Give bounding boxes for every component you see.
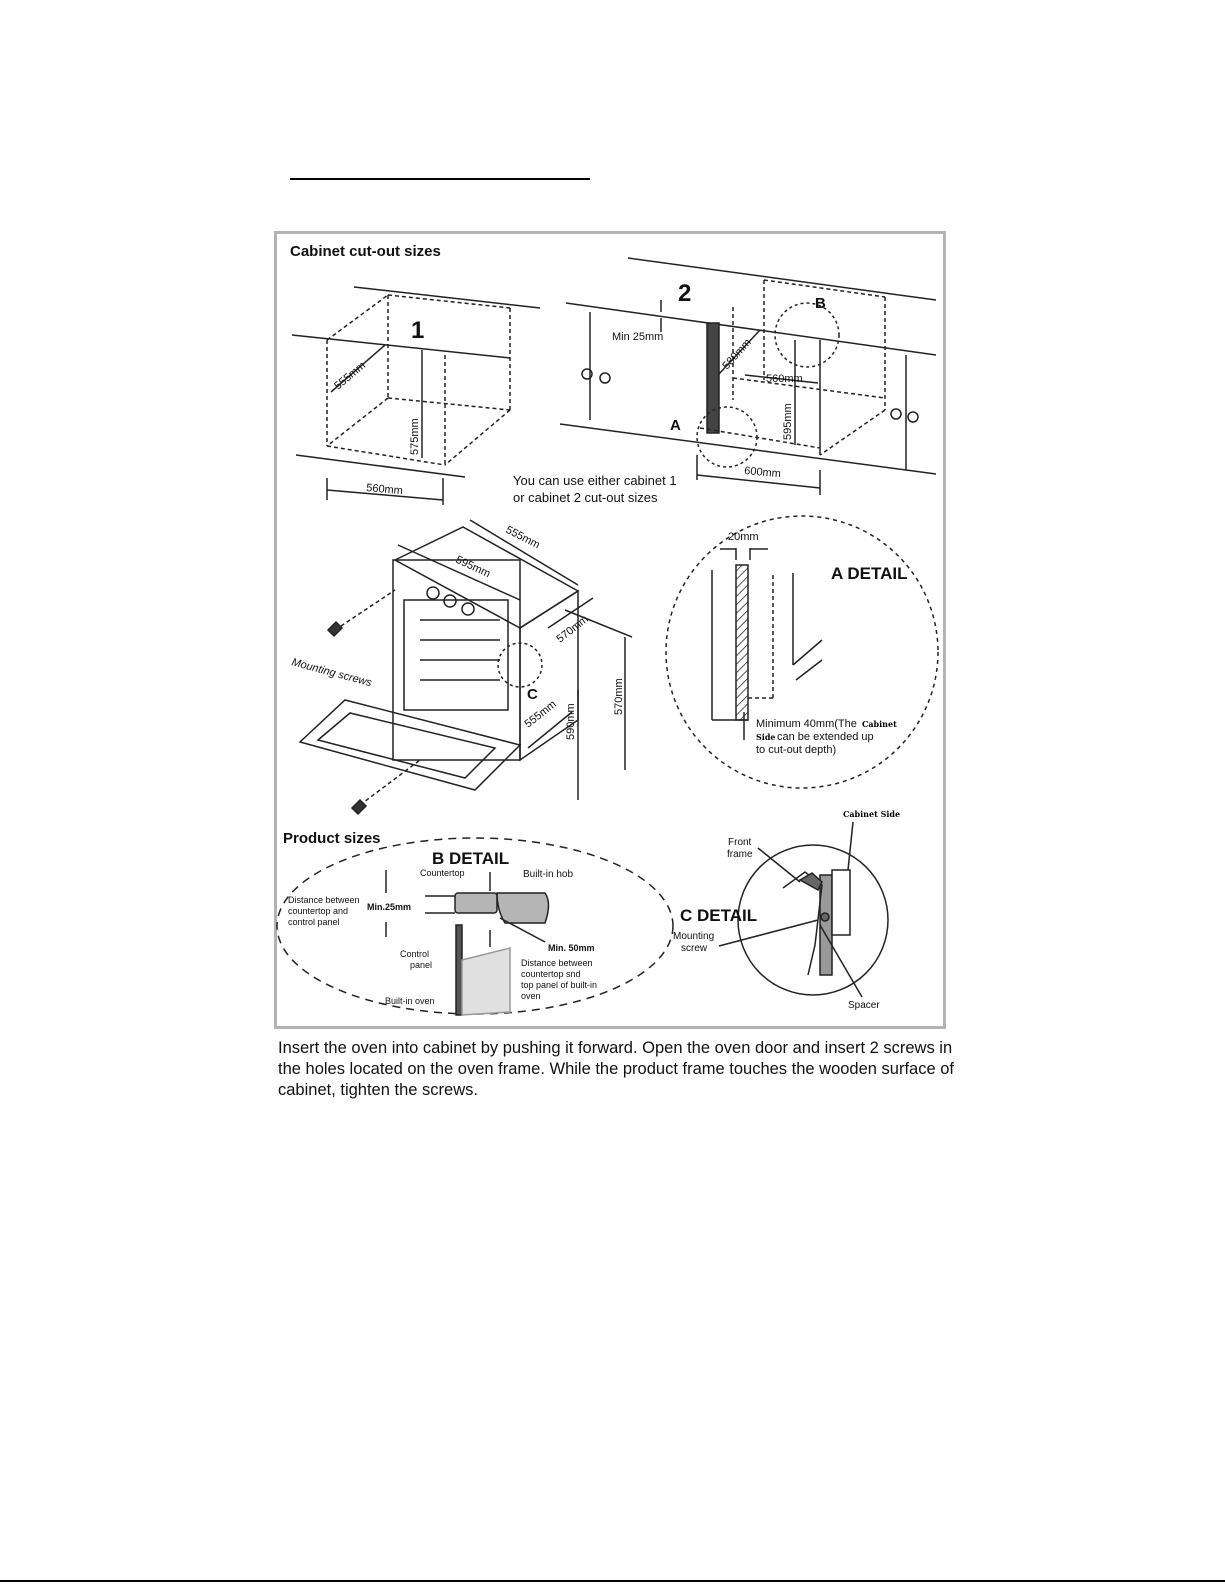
title-underline bbox=[290, 178, 590, 180]
cabinet-heading: Cabinet cut-out sizes bbox=[290, 243, 441, 260]
a-detail-title: A DETAIL bbox=[831, 564, 908, 583]
c-front-line2: frame bbox=[727, 849, 753, 860]
a-detail-note-line2: can be extended up bbox=[777, 731, 874, 743]
oven-depth-bottom: 555mm bbox=[522, 698, 558, 730]
a-detail-cabinet-word: Cabinet bbox=[862, 719, 897, 729]
c-spacer: Spacer bbox=[848, 1000, 880, 1011]
cabinet-note-line1: You can use either cabinet 1 bbox=[513, 473, 677, 488]
page-bottom-rule bbox=[0, 1580, 1225, 1582]
marker-a: A bbox=[670, 417, 681, 434]
b-countertop: Countertop bbox=[420, 868, 465, 878]
oven-drawing bbox=[298, 519, 633, 816]
oven-width-top: 595mm bbox=[454, 554, 492, 580]
product-heading: Product sizes bbox=[283, 830, 381, 847]
mounting-screws-label: Mounting screws bbox=[290, 656, 373, 689]
oven-height-front: 590mm bbox=[565, 703, 577, 740]
cabinet-2-outer-width: 600mm bbox=[744, 465, 782, 480]
cabinet-2-min-gap: Min 25mm bbox=[612, 331, 663, 343]
c-front-line1: Front bbox=[728, 837, 752, 848]
cabinet-1-number: 1 bbox=[411, 317, 424, 344]
c-detail-drawing bbox=[718, 821, 889, 998]
b-dist2-line4: oven bbox=[521, 991, 541, 1001]
b-dist2-line2: countertop snd bbox=[521, 969, 581, 979]
a-detail-drawing bbox=[665, 515, 939, 789]
b-min50: Min. 50mm bbox=[548, 943, 595, 953]
b-distance-line1: Distance between bbox=[288, 895, 360, 905]
b-control-line2: panel bbox=[410, 960, 432, 970]
cabinet-2-number: 2 bbox=[678, 280, 691, 307]
cabinet-1-width: 560mm bbox=[366, 482, 404, 497]
b-dist2-line1: Distance between bbox=[521, 958, 593, 968]
cabinet-2-inner-width: 560mm bbox=[766, 373, 803, 385]
c-screw-line2: screw bbox=[681, 943, 708, 954]
oven-depth-top: 555mm bbox=[504, 524, 542, 551]
a-detail-side-word: Side bbox=[756, 732, 776, 742]
installation-instructions: Insert the oven into cabinet by pushing … bbox=[278, 1039, 954, 1099]
marker-b: B bbox=[815, 295, 826, 312]
cabinet-1-depth: 555mm bbox=[332, 360, 368, 393]
b-min25: Min.25mm bbox=[367, 902, 411, 912]
cabinet-2-depth: 580mm bbox=[720, 337, 753, 372]
a-detail-gap: 20mm bbox=[728, 531, 759, 543]
cabinet-2-drawing bbox=[559, 257, 937, 495]
cabinet-1-drawing bbox=[291, 286, 541, 505]
c-cabinet-side: Cabinet Side bbox=[843, 809, 900, 819]
cabinet-2-height: 595mm bbox=[782, 403, 794, 440]
b-detail-drawing bbox=[276, 837, 674, 1016]
c-screw-line1: Mounting bbox=[673, 931, 714, 942]
b-oven: Built-in oven bbox=[385, 996, 435, 1006]
c-detail-title: C DETAIL bbox=[680, 906, 757, 925]
oven-height-side: 570mm bbox=[613, 678, 625, 715]
installation-diagram: Cabinet cut-out sizes 1 555mm 575mm 560m… bbox=[276, 243, 939, 1016]
cabinet-note-line2: or cabinet 2 cut-out sizes bbox=[513, 490, 658, 505]
a-detail-note-line1: Minimum 40mm(The bbox=[756, 718, 857, 730]
a-detail-note-line3: to cut-out depth) bbox=[756, 744, 836, 756]
marker-c: C bbox=[527, 686, 538, 703]
cabinet-1-height: 575mm bbox=[409, 418, 421, 455]
b-control-line1: Control bbox=[400, 949, 429, 959]
oven-depth-side: 570mm bbox=[554, 613, 590, 645]
b-distance-line2: countertop and bbox=[288, 906, 348, 916]
b-hob: Built-in hob bbox=[523, 869, 573, 880]
b-distance-line3: control panel bbox=[288, 917, 340, 927]
b-detail-title: B DETAIL bbox=[432, 849, 509, 868]
b-dist2-line3: top panel of built-in bbox=[521, 980, 597, 990]
